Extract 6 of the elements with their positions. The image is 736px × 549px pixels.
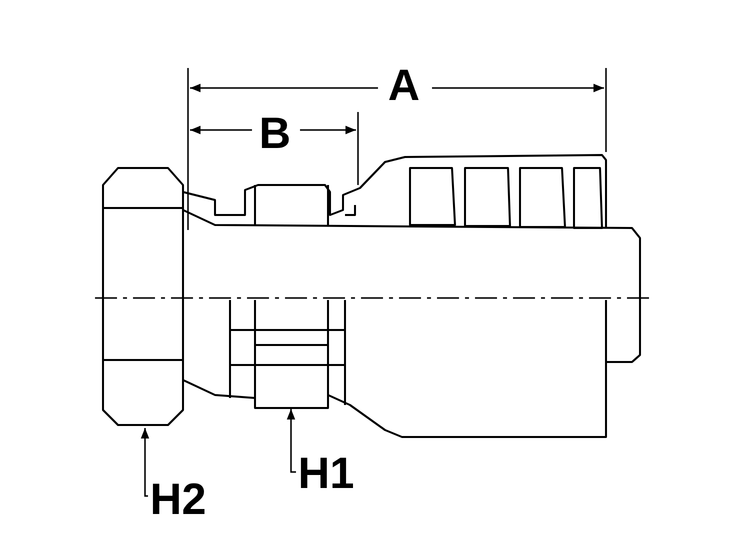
dimension-label: B bbox=[259, 112, 291, 156]
leader-line bbox=[286, 409, 296, 473]
leader-line bbox=[140, 428, 150, 497]
dimension-label: A bbox=[388, 64, 420, 108]
callout-label: H2 bbox=[150, 478, 206, 522]
callout-label: H1 bbox=[298, 452, 354, 496]
